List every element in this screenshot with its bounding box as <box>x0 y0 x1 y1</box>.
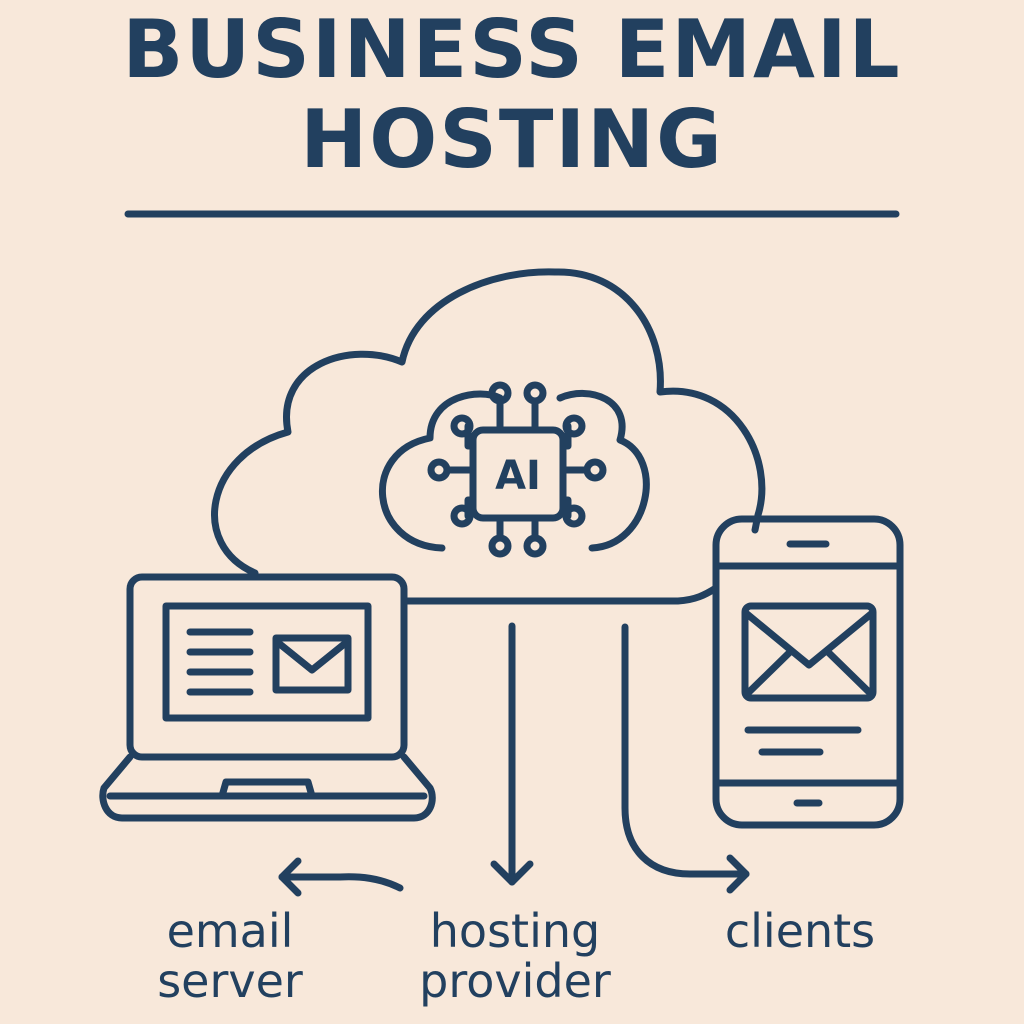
laptop-envelope-icon <box>272 634 352 694</box>
email-server-label-line1: email <box>166 904 294 958</box>
ai-chip-label: AI <box>495 453 541 499</box>
inner-cloud-arc-left <box>379 390 504 552</box>
laptop-icon <box>99 573 436 822</box>
page-title-line2: HOSTING <box>300 93 724 186</box>
page-title-line1: BUSINESS EMAIL <box>122 3 902 96</box>
cloud-base-line <box>401 584 720 605</box>
clients-label-line1: clients <box>724 904 876 958</box>
email-server-label-line2: server <box>157 954 303 1008</box>
email-server-arrow <box>278 857 404 897</box>
phone-envelope-icon <box>741 602 877 702</box>
ai-chip-icon: AI <box>427 381 607 558</box>
clients-arrow <box>621 623 750 894</box>
hosting-provider-label: hosting provider <box>400 906 630 1006</box>
cloud-icon <box>211 268 766 577</box>
email-server-label: email server <box>130 906 330 1006</box>
smartphone-icon <box>712 515 904 829</box>
hosting-provider-label-line2: provider <box>419 954 611 1008</box>
hosting-provider-label-line1: hosting <box>429 904 601 958</box>
clients-label: clients <box>700 906 900 956</box>
inner-cloud-arc-right <box>556 390 650 552</box>
hosting-provider-arrow <box>490 622 534 886</box>
